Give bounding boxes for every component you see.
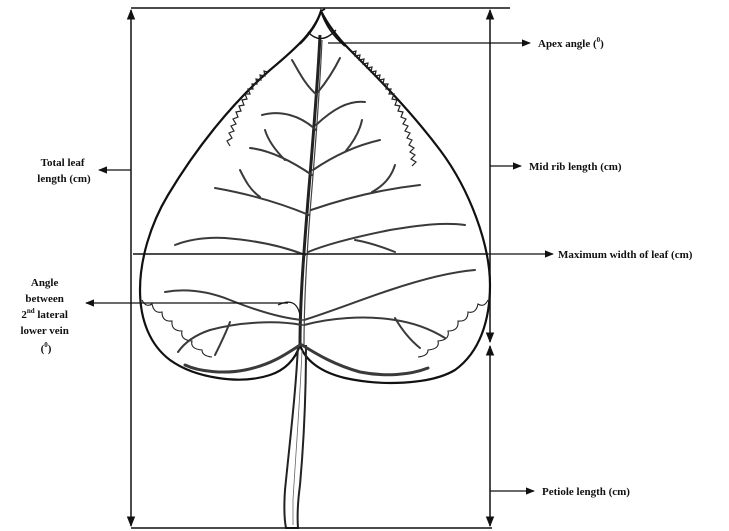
lateral-veins	[165, 58, 475, 375]
labels: Apex angle (0) Total leaf length (cm) Mi…	[20, 36, 692, 498]
mid-rib-length-label: Mid rib length (cm)	[529, 161, 622, 173]
leaf-lobe-scallops	[142, 300, 488, 357]
total-leaf-length-label: Total leaf length (cm)	[37, 157, 91, 185]
callout-arrows	[86, 43, 553, 491]
petiole	[284, 345, 306, 528]
measurement-guides	[131, 8, 510, 528]
petiole-length-label: Petiole length (cm)	[542, 486, 630, 498]
leaf-blade-outline	[140, 11, 490, 383]
maximum-width-label: Maximum width of leaf (cm)	[558, 249, 693, 261]
midrib	[300, 35, 320, 345]
leaf-illustration	[140, 9, 490, 528]
vein-angle-label: Angle between 2nd lateral lower vein (0)	[20, 277, 71, 355]
apex-angle-label: Apex angle (0)	[538, 36, 604, 50]
leaf-serration-left	[227, 71, 268, 146]
vein-angle-arc	[278, 302, 300, 315]
